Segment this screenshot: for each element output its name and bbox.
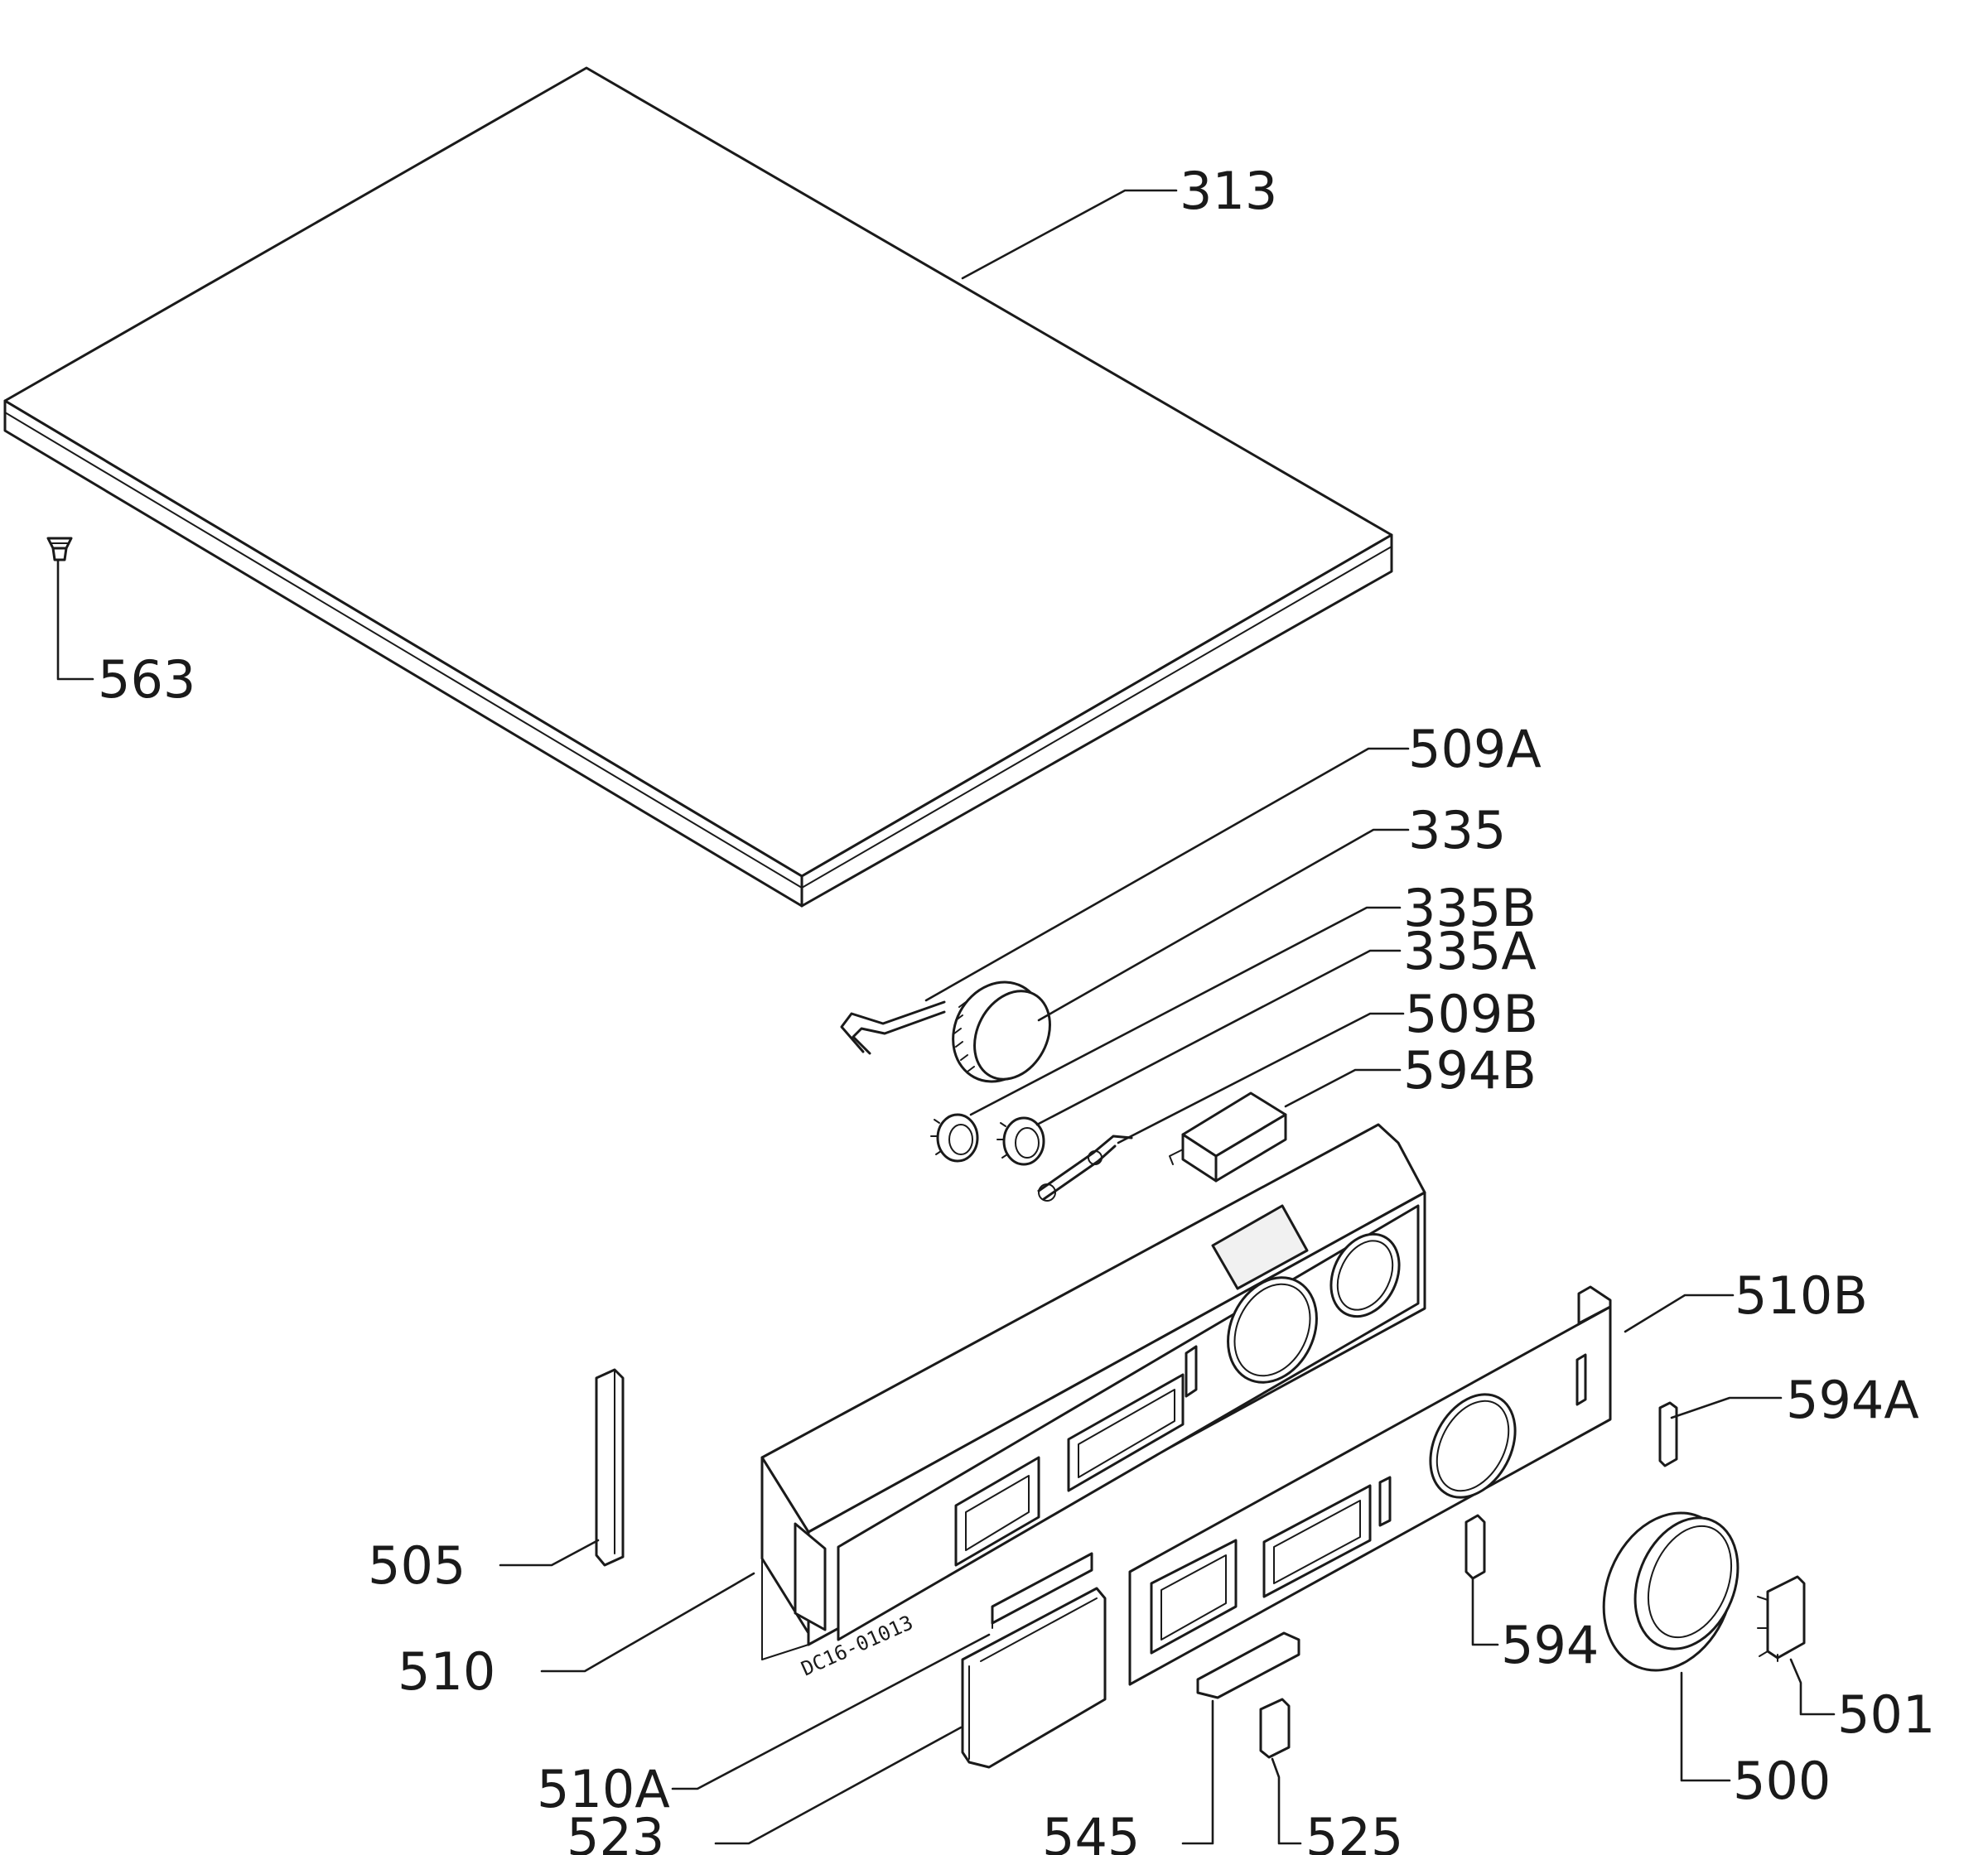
part-335-knob [952,980,1051,1083]
part-594-slider [1464,1514,1486,1580]
label-510: 510 [398,1641,495,1702]
part-563-screw [46,537,73,561]
label-500: 500 [1733,1751,1831,1811]
leader-lines [56,189,1836,1845]
label-545: 545 [1042,1807,1140,1855]
label-509b: 509B [1405,984,1538,1044]
label-525: 525 [1305,1807,1403,1855]
label-335: 335 [1408,800,1506,860]
part-335b-small-knob [930,1113,979,1163]
part-510-control-panel: DC16-01013 [760,1123,1426,1680]
label-505: 505 [368,1535,466,1596]
label-313: 313 [1180,161,1277,221]
part-525-block [1259,1698,1291,1759]
label-509a: 509A [1408,719,1542,779]
part-505-strip [595,1368,625,1567]
part-500-ring [1602,1511,1740,1672]
part-313-top-cover [3,66,1393,908]
label-501: 501 [1837,1684,1935,1745]
label-594b: 594B [1403,1040,1537,1101]
label-335a: 335A [1403,921,1537,981]
part-510b-fascia [1128,1285,1612,1686]
label-335b: 335B [1403,878,1537,938]
part-labels: 313 563 509A 335 335B 335A 509B 594B 510… [98,161,1935,1855]
label-563: 563 [98,649,195,710]
label-510a: 510A [537,1759,670,1819]
label-594: 594 [1501,1615,1599,1675]
part-545-bar [1196,1631,1300,1699]
part-594a-tab [1658,1401,1678,1467]
part-509a-lever [840,1000,946,1055]
part-335a-small-knob [996,1116,1045,1166]
part-510a-523-flap [961,1552,1107,1769]
part-594b-block [1169,1091,1287,1183]
label-510b: 510B [1735,1265,1868,1326]
label-594a: 594A [1786,1370,1919,1430]
label-523: 523 [567,1807,664,1855]
part-501-switch [1757,1575,1806,1662]
part-509b-lever [1037,1135,1133,1202]
